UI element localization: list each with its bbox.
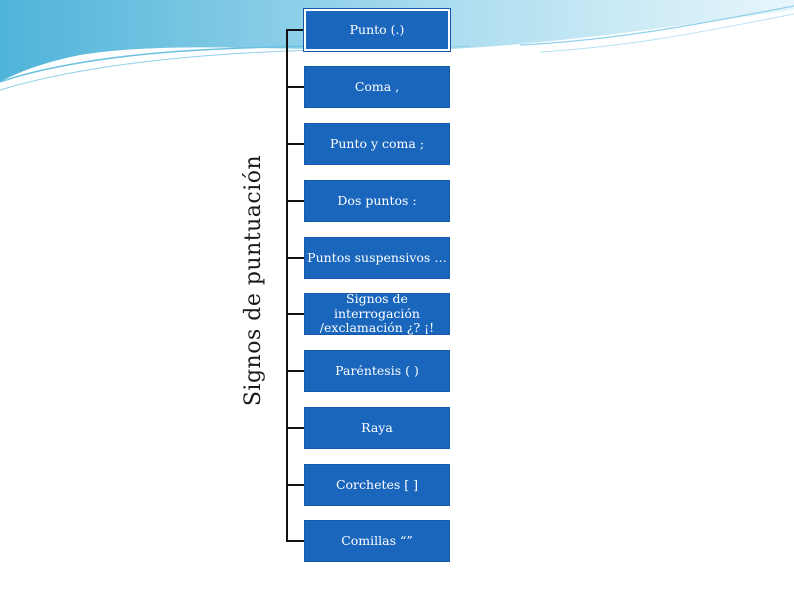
node-label: Punto (.) xyxy=(350,23,405,37)
branch-connector xyxy=(286,484,304,486)
branch-connector xyxy=(286,200,304,202)
diagram-root-label: Signos de puntuación xyxy=(234,150,274,410)
node-label: Raya xyxy=(361,421,393,435)
branch-connector xyxy=(286,257,304,259)
node-label: Comillas “” xyxy=(341,534,413,548)
root-label-text: Signos de puntuación xyxy=(242,154,267,405)
node-coma: Coma , xyxy=(304,66,450,108)
node-parentesis: Paréntesis ( ) xyxy=(304,350,450,392)
node-interrogacion-exclamacion: Signos de interrogación /exclamación ¿? … xyxy=(304,293,450,335)
node-label: Signos de interrogación /exclamación ¿? … xyxy=(305,292,449,335)
node-corchetes: Corchetes [ ] xyxy=(304,464,450,506)
node-label: Corchetes [ ] xyxy=(336,478,418,492)
node-punto: Punto (.) xyxy=(304,9,450,51)
branch-connector xyxy=(286,313,304,315)
branch-connector xyxy=(286,86,304,88)
tree-trunk-line xyxy=(286,29,288,541)
node-label: Puntos suspensivos … xyxy=(307,251,447,265)
node-label: Dos puntos : xyxy=(337,194,416,208)
branch-connector xyxy=(286,29,304,31)
node-punto-y-coma: Punto y coma ; xyxy=(304,123,450,165)
branch-connector xyxy=(286,427,304,429)
node-label: Paréntesis ( ) xyxy=(335,364,419,378)
node-dos-puntos: Dos puntos : xyxy=(304,180,450,222)
node-raya: Raya xyxy=(304,407,450,449)
node-comillas: Comillas “” xyxy=(304,520,450,562)
branch-connector xyxy=(286,540,304,542)
node-label: Coma , xyxy=(355,80,399,94)
node-label: Punto y coma ; xyxy=(330,137,424,151)
branch-connector xyxy=(286,143,304,145)
node-puntos-suspensivos: Puntos suspensivos … xyxy=(304,237,450,279)
branch-connector xyxy=(286,370,304,372)
